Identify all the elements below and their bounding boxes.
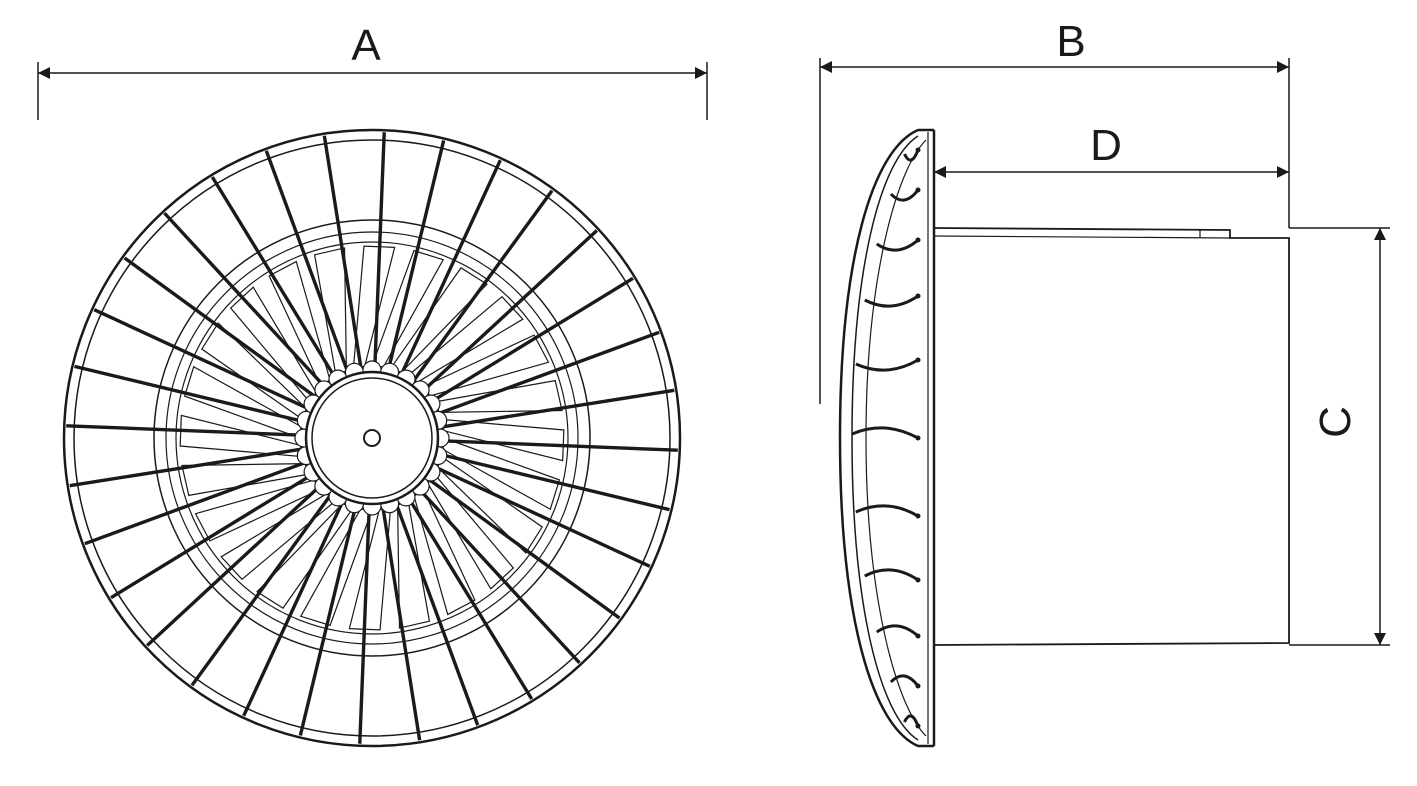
inner-ring: [153, 219, 591, 657]
hub-center-hole: [363, 429, 381, 447]
dimension-c-label: C: [1311, 406, 1360, 438]
grille-spoke: [66, 424, 303, 437]
grille-rib-rivet: [915, 357, 921, 363]
grille-rib-rivet: [915, 237, 921, 243]
outer-rim-inner: [73, 139, 671, 737]
grille-spoke: [84, 460, 307, 546]
duct-body: [933, 227, 1290, 646]
grille-spoke: [69, 447, 304, 488]
grille-spoke: [298, 505, 358, 736]
grille-spoke: [394, 503, 480, 726]
grille-spoke: [427, 477, 621, 620]
grille-rib: [875, 624, 919, 638]
dimension-d-label: D: [1090, 121, 1122, 170]
grille-rib: [903, 149, 920, 162]
grille-spokes: [66, 132, 678, 744]
grille-spoke: [407, 496, 534, 700]
impeller-ring: [175, 241, 569, 635]
grille-dome-inner-2: [865, 139, 927, 737]
duct-top-lip: [933, 235, 1231, 239]
dimension-b: B: [819, 17, 1290, 404]
grille-rib: [864, 568, 919, 582]
grille-spoke: [437, 330, 660, 416]
grille-rib: [855, 504, 919, 518]
dimension-d: D: [934, 121, 1289, 178]
grille-spoke: [123, 256, 317, 399]
grille-rib: [903, 714, 920, 727]
grille-ribs: [851, 147, 921, 729]
grille-spoke: [441, 439, 678, 452]
grille-spoke: [74, 364, 305, 424]
grille-rib: [875, 238, 919, 252]
grille-spoke: [110, 473, 314, 600]
grille-spoke: [264, 150, 350, 373]
grille-rib-rivet: [915, 293, 921, 299]
grille-spoke: [322, 135, 363, 370]
grille-spoke: [399, 159, 502, 376]
grille-spoke: [422, 229, 599, 392]
dimension-b-label: B: [1056, 17, 1085, 66]
grille-rib: [855, 358, 919, 372]
grille-dome-outer: [838, 128, 934, 748]
grille-spoke: [163, 211, 326, 388]
front-view: [62, 128, 682, 748]
grille-rib: [889, 674, 920, 687]
grille-spoke: [145, 484, 322, 647]
grille-spoke: [358, 507, 371, 744]
dimension-a-label: A: [351, 21, 381, 70]
hub-cap: [304, 370, 440, 506]
grille-spoke: [439, 452, 670, 512]
dimension-c: C: [1289, 227, 1390, 646]
grille-rib-rivet: [915, 435, 921, 441]
grille-spoke: [430, 276, 634, 403]
dimension-a: A: [37, 21, 708, 120]
grille-rib-rivet: [915, 577, 921, 583]
grille-rib-rivet: [915, 683, 921, 689]
grille-spoke: [381, 506, 422, 741]
grille-rib-rivet: [915, 513, 921, 519]
grille-rib-rivet: [915, 147, 921, 153]
grille-rib-rivet: [915, 633, 921, 639]
side-view: [838, 128, 1290, 748]
grille-spoke: [373, 132, 386, 369]
grille-spoke: [190, 493, 333, 687]
hub-cap-inner: [311, 377, 433, 499]
grille-spoke: [242, 500, 345, 717]
grille-rib-rivet: [915, 187, 921, 193]
grille-spoke: [440, 388, 675, 429]
grille-rib: [851, 426, 919, 440]
grille-spoke: [434, 465, 651, 568]
grille-spoke: [93, 308, 310, 411]
grille-rib: [889, 189, 920, 202]
outer-rim: [62, 128, 682, 748]
grille-spoke: [411, 189, 554, 383]
grille-rib: [864, 294, 919, 308]
grille-spoke: [210, 176, 337, 380]
inner-ring-2: [165, 231, 579, 645]
grille-rib-rivet: [915, 723, 921, 729]
grille-spoke: [418, 488, 581, 665]
grille-dome-inner: [851, 135, 919, 741]
grille-spoke: [386, 140, 446, 371]
